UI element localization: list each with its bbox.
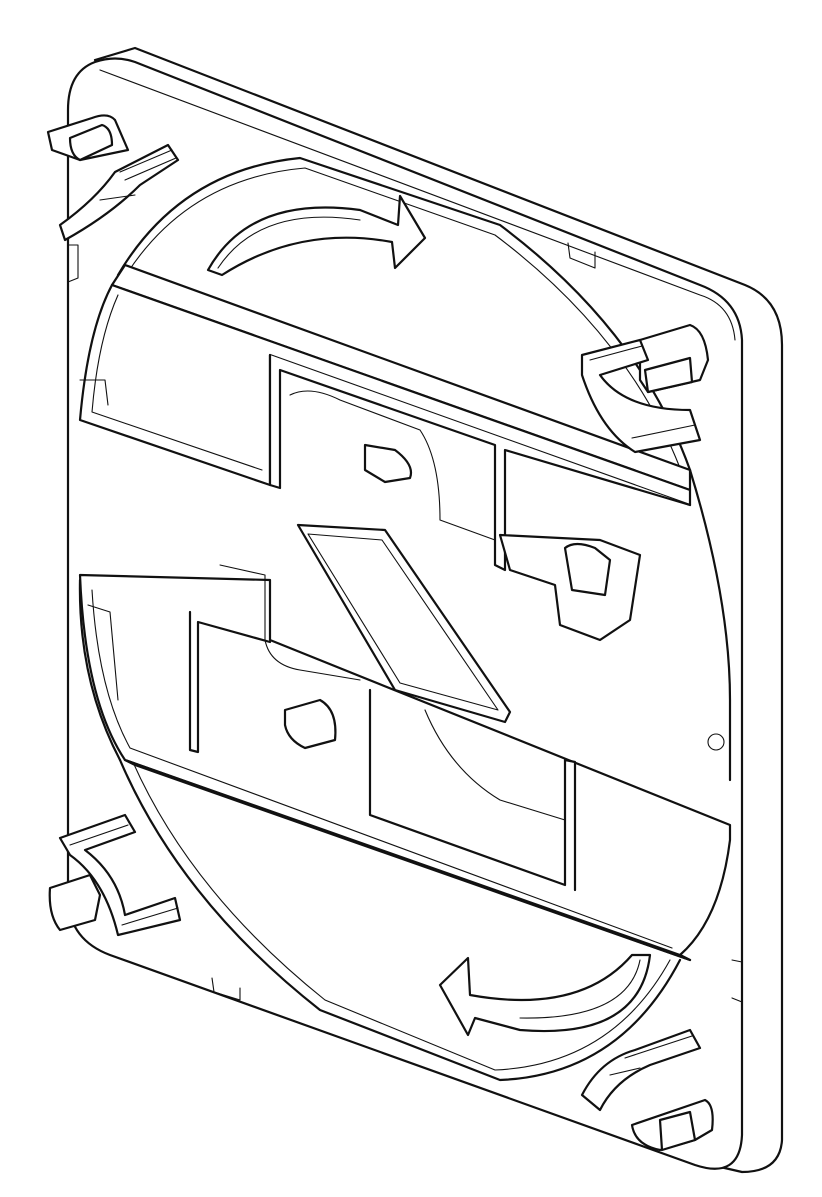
disc-outline-lower-inner [131,759,671,1071]
arrow-inner-bottom [519,959,641,1019]
disc-outline-left-lower [78,578,122,762]
upper-clip-tab [363,443,413,484]
lower-pocket-floor [219,564,361,681]
edge-notch-top [567,242,596,269]
clip-tl-spring [58,143,180,242]
arrow-clockwise-bottom [438,953,652,1037]
plate-inner-edge [99,69,736,341]
lower-bar-top [123,758,692,962]
upper-bar-bevel-2 [79,379,109,406]
clip-bottom-right [580,1028,714,1152]
edge-notch-bottom [211,977,241,1001]
clip-bl-spring [58,813,182,937]
lower-pocket-wall [188,610,577,892]
clip-br-spring-lines [609,1035,693,1076]
center-slider [296,523,642,724]
clip-top-right [580,323,710,454]
slider-plate [296,523,512,724]
clip-tl-spring-lines [99,149,177,201]
upper-bar [78,263,692,507]
slider-plate-inner [307,533,499,711]
clip-top-left [46,114,180,242]
clip-bl-body [48,873,102,932]
clip-bottom-left [48,813,182,937]
lower-bar-bevel [91,589,673,949]
disc-outline-upper-inner [127,167,681,469]
arrow-inner-top [217,216,361,269]
mounting-hole [707,733,725,751]
clip-br-spring [580,1028,702,1112]
lower-pocket-floor-2 [424,709,566,821]
clip-tr-cap [643,356,694,394]
edge-notch-right [731,959,743,1003]
arrow-body-top [206,194,427,277]
clip-tl-cap [68,123,114,162]
edge-notch-left [67,244,79,283]
lower-clip-tab [283,698,337,750]
lower-bar-bevel-2 [87,604,119,701]
upper-pocket-wall [268,353,692,572]
disc-outline-lower [118,758,682,1082]
upper-pocket-floor [289,390,496,541]
disc-outline-right [688,468,732,782]
upper-bar-bevel [91,294,263,471]
arrow-clockwise-top [206,194,427,277]
arrow-body-bottom [438,953,652,1037]
clip-br-cap [658,1110,697,1152]
slider-tab-right [563,542,612,597]
clip-tr-spring [580,338,702,454]
upper-pocket [268,353,692,572]
clip-bl-spring-lines [69,824,179,926]
lower-pocket [188,564,577,892]
clip-tr-spring-lines [589,345,696,439]
